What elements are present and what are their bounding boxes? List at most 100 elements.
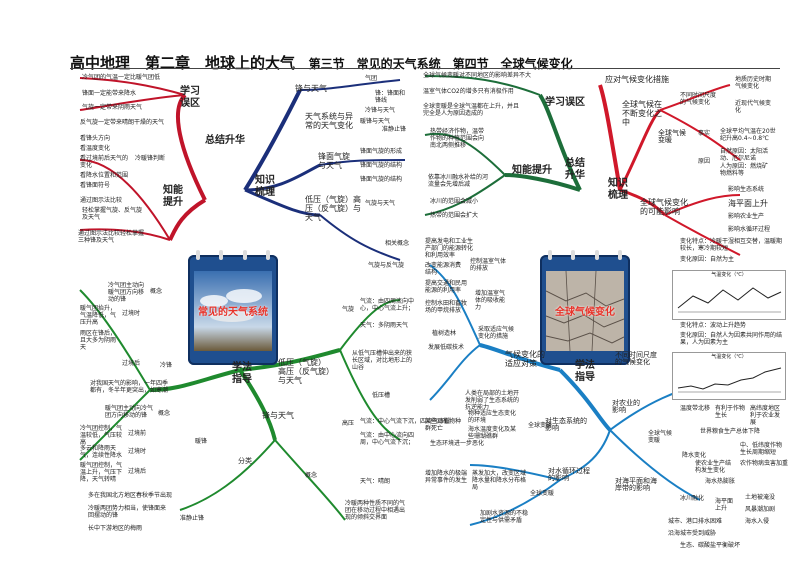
right-m2-item: 植树造林 bbox=[432, 330, 457, 337]
right-m3: 采取适应气候变化的措施 bbox=[478, 326, 515, 340]
chart-modern-temperature: 气温变化（℃） bbox=[672, 352, 786, 400]
right-k4-item: 影响农业生产 bbox=[728, 213, 765, 220]
page-title: 高中地理 第二章 地球上的大气 第三节 常见的天气系统 第四节 全球气候变化 bbox=[70, 52, 573, 73]
right-m7-item: 生态环境进一步恶化 bbox=[430, 440, 485, 447]
left-k1-item: 气团 bbox=[365, 75, 378, 82]
right-m3-item: 发展低碳技术 bbox=[428, 344, 465, 351]
chart2-plot bbox=[677, 367, 782, 393]
right-m7-item: 人类在局部的土地开发削弱了生态系统的抗逆能力 bbox=[465, 390, 520, 411]
right-m9-item: 土地被淹没 bbox=[745, 494, 776, 501]
card-title-right: 全球气候变化 bbox=[555, 307, 615, 318]
left-m-cold-item: 过境时 bbox=[122, 310, 141, 317]
branch-left-method bbox=[149, 368, 241, 392]
right-m9-item: 沿海城市受到威胁 bbox=[668, 530, 717, 537]
left-m-gy-item: 天气：晴朗 bbox=[360, 478, 391, 485]
left-m-warm-item: 概念 bbox=[158, 410, 171, 417]
right-m6-item: 世界粮食生产总体下降 bbox=[700, 428, 761, 435]
right-m7-item: 某些动植物种群死亡 bbox=[425, 418, 462, 432]
right-m8-item: 蒸发加大，改变区域降水量和降水分布格局 bbox=[472, 470, 527, 491]
left-review-item: 锋面一定能带来降水 bbox=[82, 90, 137, 97]
right-k2-item: 近现代气候变化 bbox=[735, 100, 772, 114]
left-k4-item: 气旋与天气 bbox=[365, 200, 396, 207]
left-review: 学习误区 bbox=[180, 86, 200, 109]
right-m2: 增加温室气体的吸收能力 bbox=[475, 290, 506, 311]
right-m7-item: 全球变暖 bbox=[528, 422, 553, 429]
left-m-low: 低压（气旋）高压（反气旋）与天气 bbox=[278, 358, 330, 385]
left-m-cold: 冷锋 bbox=[160, 362, 173, 369]
left-m-static: 准静止锋 bbox=[180, 515, 205, 522]
branch-left-knowledge bbox=[243, 89, 302, 192]
right-review: 学习误区 bbox=[545, 97, 585, 108]
right-k3-item: 原因 bbox=[698, 158, 711, 165]
right-k2-item: 地质历史时期气候变化 bbox=[735, 76, 772, 90]
branch-right-review bbox=[538, 93, 582, 191]
chart2-title: 气温变化（℃） bbox=[711, 354, 747, 360]
right-m7-item: 物种适应生态变化的环境 bbox=[468, 410, 517, 424]
chart-geologic-temperature: 气温变化（℃） bbox=[672, 270, 786, 320]
left-m-concept2-item: 冷暖两种性质不同的气团在移动过程中相遇出现的倾斜交界面 bbox=[345, 500, 406, 521]
right-m6-item: 高纬度地区利于农业发展 bbox=[750, 405, 781, 426]
branch-right-knowledge bbox=[598, 84, 622, 191]
left-k3: 锋面气旋与天气 bbox=[318, 152, 350, 170]
left-m-warm: 暖锋 bbox=[195, 438, 208, 445]
right-m6-item: 降水变化 bbox=[682, 452, 707, 459]
right-m9-item: 风暴潮加剧 bbox=[745, 506, 776, 513]
right-k4: 全球气候变化的可能影响 bbox=[640, 198, 688, 216]
right-m8: 对水循环过程的影响 bbox=[548, 467, 590, 482]
left-m-warm-item: 冷气团控制，气温较低，气压较高 bbox=[80, 425, 123, 446]
left-summary: 总结升华 bbox=[205, 135, 245, 146]
right-m9-item: 海水入侵 bbox=[745, 518, 770, 525]
right-m6: 对农业的影响 bbox=[612, 399, 640, 414]
left-k4-item: 相关概念 bbox=[385, 240, 410, 247]
left-m-front: 锋与天气 bbox=[262, 411, 294, 420]
right-k4-item: 影响水循环过程 bbox=[728, 226, 771, 233]
left-m-concept-item: 冷气团主动向暖气团方向移动的锋 bbox=[108, 282, 145, 303]
left-review-item: 气旋一定带来阴雨天气 bbox=[82, 104, 143, 111]
right-chart2-cause: 变化原因：自然人为因素共同作用的结果，人为因素为主 bbox=[680, 332, 783, 346]
left-m-warm-item: 暖气团主动向冷气团方向移动的锋 bbox=[105, 405, 154, 419]
right-m6-item: 有利于作物生长 bbox=[715, 405, 746, 419]
left-m-concept2: 概念 bbox=[305, 472, 318, 479]
left-m-cold-item: 对我国天气的影响，一年四季都有，冬半年更突出，如寒潮 bbox=[90, 380, 169, 394]
left-enhance-more: 通过图示法比较 bbox=[80, 197, 123, 204]
right-m5: 不同时间尺度的气候变化 bbox=[615, 351, 657, 366]
left-k4: 低压（气旋）高压（反气旋）与天气 bbox=[305, 195, 361, 222]
right-chart1-cause: 变化原因：自然为主 bbox=[680, 256, 735, 263]
right-m9-item: 生态、碳酸盐平衡破坏 bbox=[680, 542, 741, 549]
chart1-title: 气温变化（℃） bbox=[711, 272, 747, 278]
right-m6-item: 农作物病虫害加重 bbox=[740, 460, 789, 467]
left-m-qx-item: 气流：由四周流向中心，中心气流上升； bbox=[360, 298, 415, 312]
left-enhance-cold-item: 看降水位置和范围 bbox=[80, 172, 129, 179]
left-m-warm-item: 暖气团控制，气温上升，气压下降，天气转晴 bbox=[80, 462, 123, 483]
right-k1: 应对气候变化措施 bbox=[605, 75, 669, 84]
left-k1: 锋与天气 bbox=[295, 84, 327, 93]
card-global-climate: 全球气候变化 bbox=[540, 250, 630, 365]
right-m2-item: 控制水田和畜牧场的甲烷排放 bbox=[425, 300, 468, 314]
chart1-plot bbox=[677, 287, 782, 313]
right-chart2-feature: 变化特点：波动上升趋势 bbox=[680, 322, 747, 329]
left-m-cold-item: 过境后 bbox=[122, 360, 141, 367]
left-review-item: 冷气团的气温一定比暖气团低 bbox=[82, 74, 161, 81]
right-k3: 全球气候变暖 bbox=[658, 129, 686, 144]
left-k3-item: 锋面气旋的结构 bbox=[360, 162, 403, 169]
right-m7-item: 海水温度变化及某些珊瑚礁群 bbox=[468, 426, 517, 440]
left-m-fqx-item: 从低气压槽伸出来的狭长区域，对比地形上的山谷 bbox=[352, 350, 413, 371]
left-k1-item: 暖锋与天气 bbox=[360, 118, 391, 125]
card-weather-systems: 常见的天气系统 bbox=[188, 250, 278, 365]
left-k1-item: 准静止锋 bbox=[382, 126, 407, 133]
right-m9-item: 城市、港口排水困难 bbox=[668, 518, 723, 525]
right-m6-item: 温度带北移 bbox=[680, 405, 711, 412]
cloud-photo-icon bbox=[194, 271, 272, 351]
left-k1-item: 锋：锋面和锋线 bbox=[375, 90, 406, 104]
left-enhance-cold-item: 看锋头方向 bbox=[80, 135, 111, 142]
right-m7: 对生态系统的影响 bbox=[545, 417, 587, 432]
right-m9-item: 冰川融化 bbox=[680, 495, 705, 502]
left-m-static-item: 长中下游地区的梅雨 bbox=[88, 525, 143, 532]
left-k1-item: 冷锋与天气 bbox=[365, 107, 396, 114]
left-m-gy-item: 气流：由中心流向四周，中心气流下沉； bbox=[360, 432, 415, 446]
left-m-warm-item: 多在我国北方地区春秋季节出现 bbox=[88, 492, 173, 499]
left-knowledge: 知识梳理 bbox=[255, 175, 275, 198]
dry-land-photo-icon bbox=[546, 271, 624, 351]
left-enhance-cold-item: 看锋面符号 bbox=[80, 182, 111, 189]
right-m1-item: 提高发电和工业生产部门的能源转化和利用效率 bbox=[425, 238, 474, 259]
